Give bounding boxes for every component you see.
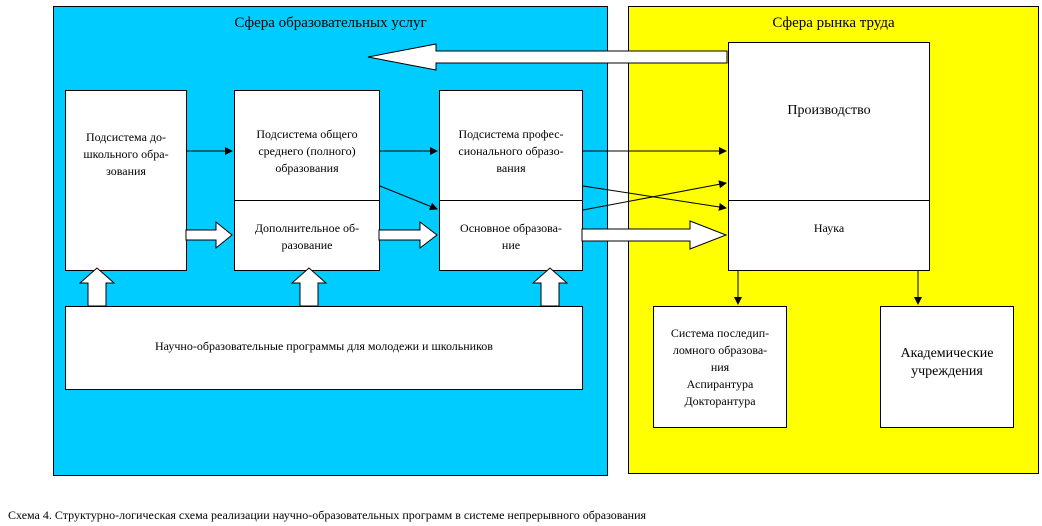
arrow-general-to-basic [379, 185, 438, 211]
preschool-subsystem-box: Подсистема до- школьного обра- зования [65, 90, 187, 271]
education-services-title: Сфера образовательных услуг [234, 15, 427, 31]
professional-education-box [439, 90, 583, 271]
academic-institutions-label: Академические учреждения [900, 346, 994, 379]
science-label: Наука [813, 221, 845, 235]
programs-box: Научно-образовательные программы для мол… [65, 306, 583, 390]
production-science-divider [728, 200, 930, 201]
hollow-arrow-labor-to-education [367, 43, 728, 71]
general-education-label: Подсистема общего среднего (полного) обр… [256, 127, 358, 175]
preschool-subsystem-label: Подсистема до- школьного обра- зования [83, 130, 169, 178]
production-label: Производство [787, 103, 871, 118]
academic-institutions-box: Академические учреждения [880, 306, 1014, 428]
postgraduate-system-box: Система последип- ломного образова- ния … [653, 306, 787, 428]
hollow-arrow-basic-to-science [581, 220, 728, 250]
programs-label: Научно-образовательные программы для мол… [155, 338, 493, 353]
additional-education-label: Дополнительное об- разование [254, 221, 360, 252]
arrow-basic-to-production [582, 180, 727, 211]
professional-education-label-area: Подсистема профес- сионального образо- в… [439, 90, 583, 200]
general-education-box [234, 90, 380, 271]
professional-education-divider [439, 200, 583, 201]
hollow-arrow-programs-to-professional [531, 267, 569, 307]
labor-market-title: Сфера рынка труда [772, 15, 895, 31]
diagram-caption: Схема 4. Структурно-логическая схема реа… [8, 508, 647, 522]
hollow-arrow-preschool-to-additional [185, 220, 233, 250]
general-education-label-area: Подсистема общего среднего (полного) обр… [234, 90, 380, 200]
science-label-area: Наука [728, 200, 930, 271]
production-science-box [728, 42, 930, 271]
production-label-area: Производство [728, 42, 930, 200]
hollow-arrow-programs-to-preschool [78, 267, 116, 307]
professional-education-label: Подсистема профес- сионального образо- в… [458, 127, 564, 175]
postgraduate-system-label: Система последип- ломного образова- ния … [670, 326, 770, 408]
basic-education-label-area: Основное образова- ние [439, 200, 583, 271]
hollow-arrow-additional-to-basic [378, 220, 438, 250]
hollow-arrow-programs-to-general [290, 267, 328, 307]
general-education-divider [234, 200, 380, 201]
additional-education-label-area: Дополнительное об- разование [234, 200, 380, 271]
basic-education-label: Основное образова- ние [460, 221, 562, 252]
